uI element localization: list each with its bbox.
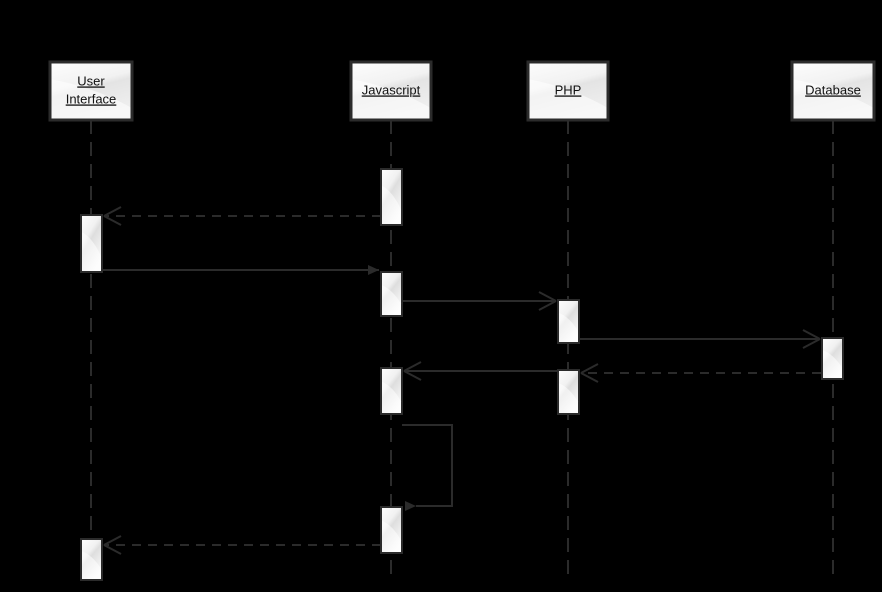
activation-bar-js-act-3[interactable] — [380, 367, 403, 415]
message-msg-5-return[interactable] — [580, 363, 821, 383]
activation-sheen — [382, 520, 401, 552]
activation-bar-php-act-1[interactable] — [557, 299, 580, 344]
activation-sheen — [559, 383, 578, 413]
activations-layer — [80, 168, 844, 581]
activation-bar-ui-act-1[interactable] — [80, 214, 103, 273]
activation-bar-db-act-1[interactable] — [821, 337, 844, 380]
activation-sheen — [382, 285, 401, 315]
participant-label-php: PHP — [555, 82, 582, 97]
message-arrowhead — [103, 535, 122, 555]
activation-sheen — [382, 381, 401, 413]
participant-sheen — [352, 79, 430, 119]
activation-sheen — [382, 185, 401, 224]
message-msg-7-self-call[interactable] — [402, 424, 453, 511]
lifelines-layer — [90, 120, 834, 580]
activation-bar-js-act-1[interactable] — [380, 168, 403, 226]
message-msg-4-call[interactable] — [579, 329, 821, 349]
participant-label-user-interface: User — [77, 73, 105, 88]
self-call-path — [402, 424, 453, 511]
participant-box-javascript[interactable]: Javascript — [349, 60, 433, 122]
participant-sheen — [793, 79, 873, 119]
activation-bar-js-act-2[interactable] — [380, 271, 403, 317]
activation-sheen — [82, 551, 101, 579]
messages-layer — [102, 206, 821, 555]
message-arrowhead — [580, 363, 599, 383]
participant-label-javascript: Javascript — [362, 82, 421, 97]
participant-sheen — [529, 79, 607, 119]
participant-label-user-interface: Interface — [66, 91, 117, 106]
activation-bar-php-act-2[interactable] — [557, 369, 580, 415]
participant-box-database[interactable]: Database — [790, 60, 876, 122]
activation-sheen — [559, 312, 578, 342]
message-msg-6-return[interactable] — [403, 361, 558, 381]
participant-label-database: Database — [805, 82, 861, 97]
activation-bar-ui-act-2[interactable] — [80, 538, 103, 581]
message-arrowhead — [403, 361, 422, 381]
message-msg-3-call[interactable] — [402, 291, 557, 311]
participant-box-php[interactable]: PHP — [526, 60, 610, 122]
activation-sheen — [823, 350, 842, 378]
message-arrowhead — [802, 329, 821, 349]
message-arrowhead — [538, 291, 557, 311]
participant-sheen — [51, 79, 131, 119]
message-arrowhead — [103, 206, 122, 226]
message-msg-1-return[interactable] — [103, 206, 381, 226]
activation-sheen — [82, 232, 101, 271]
activation-bar-js-act-4[interactable] — [380, 506, 403, 554]
message-msg-8-return[interactable] — [103, 535, 381, 555]
